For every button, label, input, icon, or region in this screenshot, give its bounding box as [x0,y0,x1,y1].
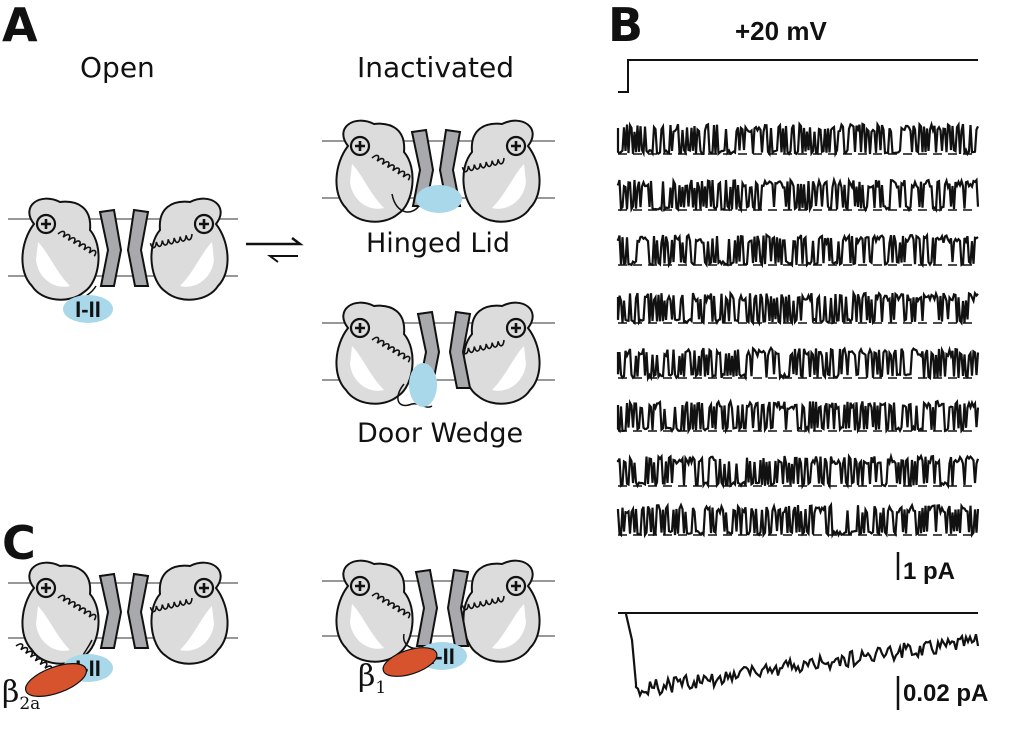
ensemble-average-trace [624,613,980,699]
single-channel-sweep [616,452,980,490]
single-channel-sweep [616,501,980,539]
door-wedge-channel [322,301,555,408]
single-channel-sweep [616,120,979,158]
beta2a-channel: I-II [8,561,238,698]
pore-segment-right [126,208,150,287]
scale-bar-1pa-label: 1 pA [903,558,956,585]
beta1-label: β1 [358,662,386,697]
beta2a-subunit [25,662,87,698]
inactivated-state-label: Inactivated [357,51,515,84]
hinged-lid-channel [322,119,555,224]
single-channel-sweep [616,289,979,327]
voltage-sensor-right [150,197,229,302]
single-channel-traces [616,120,980,539]
beta1-symbol: β [358,659,376,694]
open-channel: I-II [8,197,238,323]
door-wedge-particle [409,363,437,407]
hinged-lid-particle [416,185,462,213]
panel-b-letter: B [608,0,644,52]
voltage-step-label: +20 mV [735,16,827,46]
beta2a-subscript: 2a [19,694,41,714]
ensemble-average [618,612,980,699]
beta2a-label: β2a [2,678,40,713]
single-channel-sweep [616,345,980,383]
panel-c-letter: C [2,516,36,570]
beta1-channel: I-II [322,559,555,677]
equilibrium-arrows [246,237,304,263]
panel-a-letter: A [2,0,38,52]
beta2a-symbol: β [2,675,20,710]
open-state-label: Open [80,51,155,84]
voltage-sensor-left [21,197,100,302]
pore-segment-left [98,208,123,287]
beta1-subunit [382,647,438,677]
single-channel-sweep [616,232,979,269]
beta1-subscript: 1 [375,678,387,698]
hinged-lid-label: Hinged Lid [366,228,511,259]
i-ii-loop-open [63,295,113,323]
door-wedge-label: Door Wedge [357,418,524,449]
single-channel-sweep [616,398,980,435]
scale-bar-002pa-label: 0.02 pA [903,680,989,707]
single-channel-sweep [616,176,980,214]
i-ii-text-open: I-II [75,297,101,322]
voltage-protocol [618,59,978,93]
